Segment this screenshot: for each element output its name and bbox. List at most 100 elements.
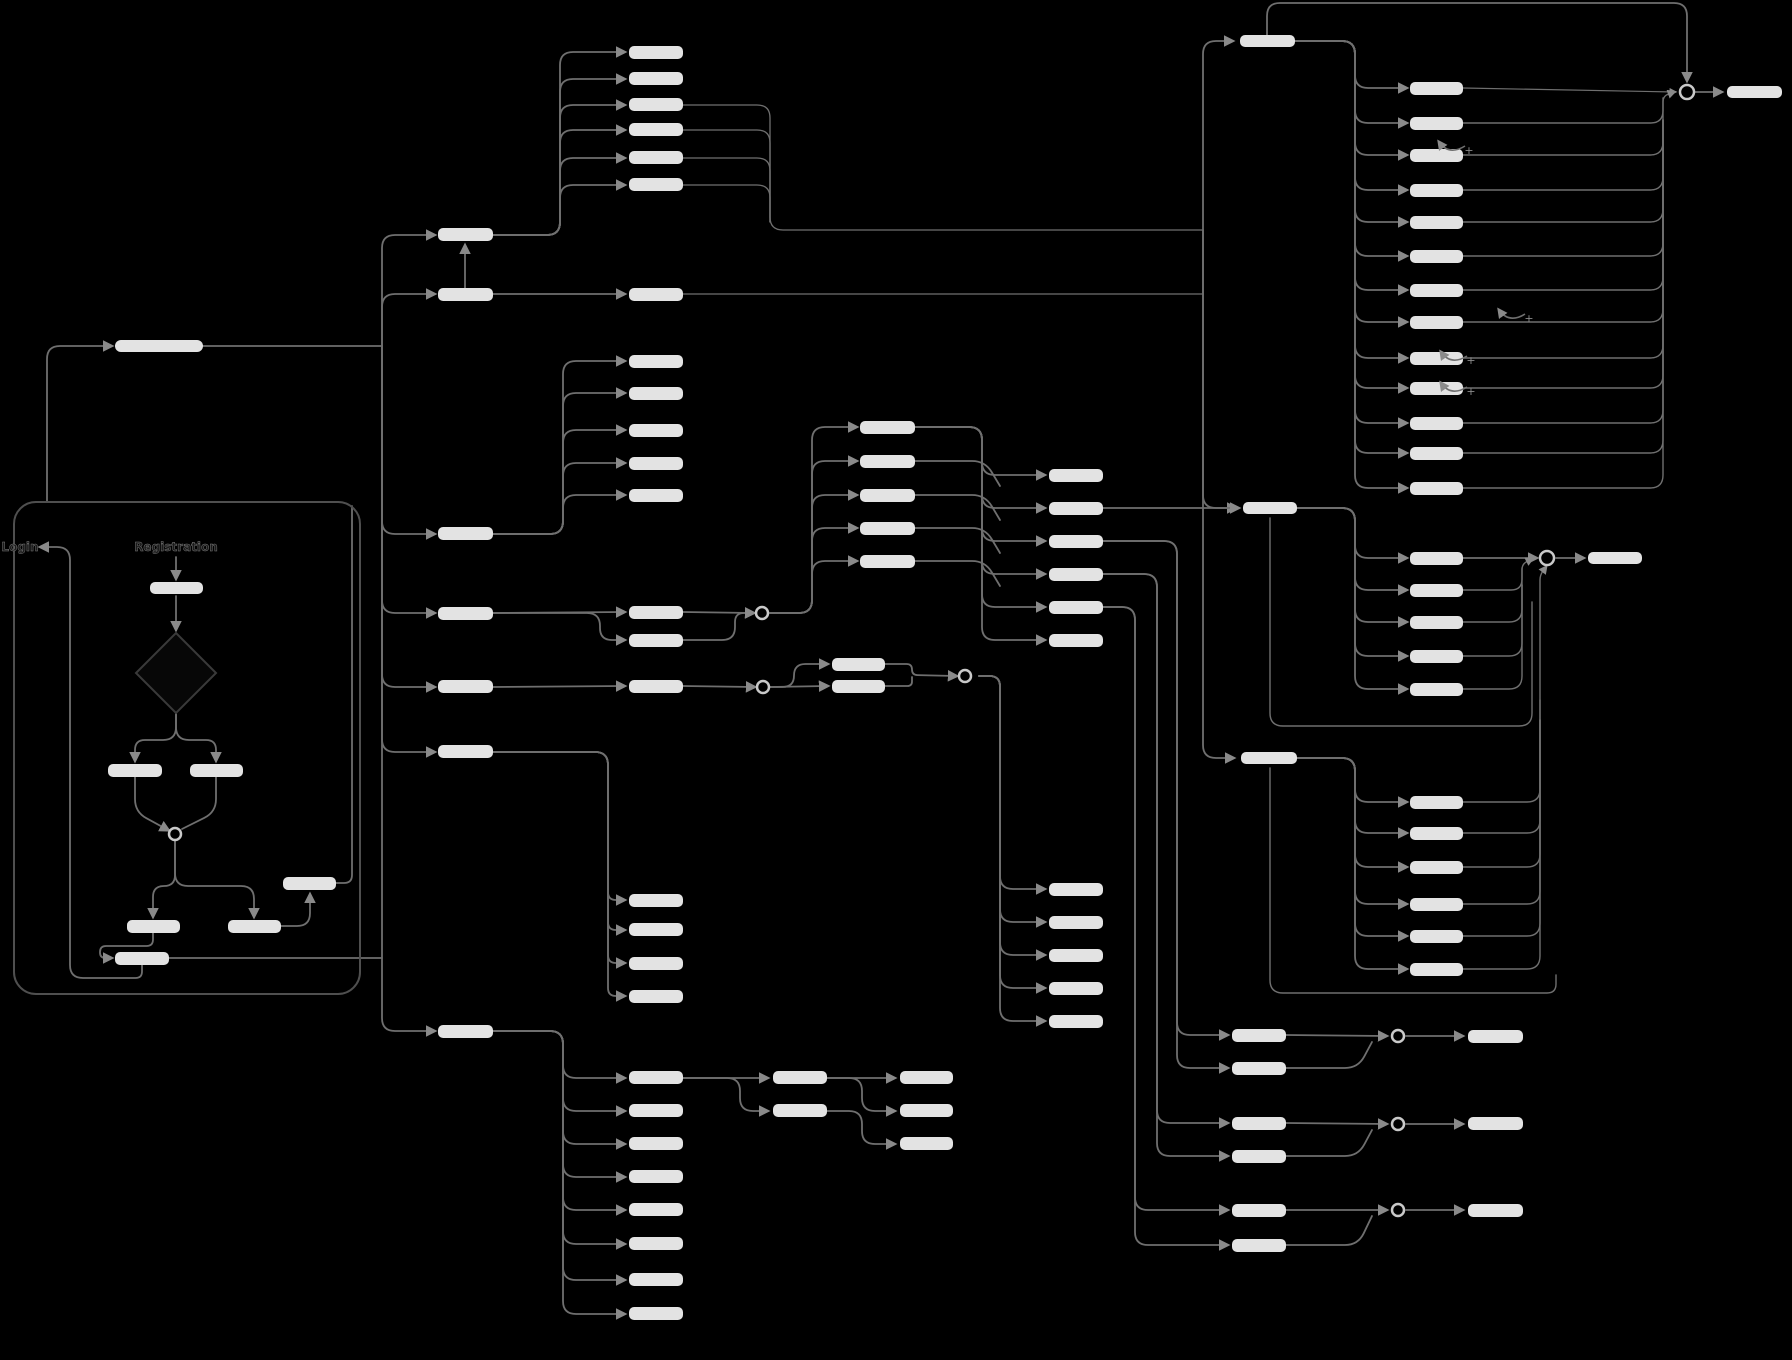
right-col-box[interactable] [1410, 898, 1463, 911]
hub-box[interactable] [1241, 752, 1297, 764]
login-flow-box[interactable] [115, 952, 169, 965]
stage1-box[interactable] [438, 607, 493, 620]
login-flow-box[interactable] [108, 764, 162, 777]
terminal-circle[interactable] [1390, 1028, 1406, 1044]
mini-pair-box[interactable] [1232, 1239, 1286, 1252]
fanout-row-box[interactable] [773, 1071, 827, 1084]
stage1-box[interactable] [438, 1025, 493, 1038]
merge-circle[interactable] [167, 826, 183, 842]
right-col-box[interactable] [1410, 117, 1463, 130]
mid-col-box[interactable] [1049, 883, 1103, 896]
fanout-row-box[interactable] [900, 1104, 953, 1117]
mid-col-box[interactable] [1049, 535, 1103, 548]
hub-box[interactable] [1243, 502, 1297, 514]
mini-pair-box[interactable] [1232, 1029, 1286, 1042]
right-col-box[interactable] [1410, 616, 1463, 629]
right-col-box[interactable] [1410, 447, 1463, 460]
end-box[interactable] [1727, 86, 1782, 98]
stage2-box[interactable] [629, 1137, 683, 1150]
mini-pair-box[interactable] [1232, 1150, 1286, 1163]
stage2-box[interactable] [629, 957, 683, 970]
right-col-box[interactable] [1410, 827, 1463, 840]
end-box[interactable] [1468, 1204, 1523, 1217]
terminal-circle[interactable] [1678, 83, 1696, 101]
stage2-box[interactable] [629, 355, 683, 368]
center-box[interactable] [860, 489, 915, 502]
hub-box[interactable] [1240, 35, 1295, 47]
stage2-box[interactable] [629, 1104, 683, 1117]
right-col-box[interactable] [1410, 316, 1463, 329]
mini-pair-box[interactable] [1232, 1062, 1286, 1075]
terminal-circle[interactable] [1538, 549, 1556, 567]
stage2-box[interactable] [629, 424, 683, 437]
center-box[interactable] [860, 522, 915, 535]
right-col-box[interactable] [1410, 861, 1463, 874]
login-flow-box[interactable] [127, 920, 180, 933]
stage2-box[interactable] [629, 1237, 683, 1250]
stage2-box[interactable] [629, 98, 683, 111]
login-flow-box[interactable] [228, 920, 281, 933]
right-col-box[interactable] [1410, 552, 1463, 565]
stage2-box[interactable] [629, 1203, 683, 1216]
stage2-box[interactable] [629, 387, 683, 400]
stage1-box[interactable] [438, 680, 493, 693]
fanout-row-box[interactable] [900, 1137, 953, 1150]
right-col-box[interactable] [1410, 82, 1463, 95]
gateway-circle[interactable] [755, 679, 771, 695]
login-flow-box[interactable] [150, 582, 203, 594]
right-col-box[interactable] [1410, 417, 1463, 430]
mid-col-box[interactable] [1049, 568, 1103, 581]
center-box[interactable] [860, 421, 915, 434]
terminal-circle[interactable] [1390, 1202, 1406, 1218]
stage2-box[interactable] [629, 72, 683, 85]
mid-col-box[interactable] [1049, 916, 1103, 929]
fanout-row-box[interactable] [773, 1104, 827, 1117]
end-box[interactable] [1468, 1117, 1523, 1130]
right-col-box[interactable] [1410, 184, 1463, 197]
right-col-box[interactable] [1410, 482, 1463, 495]
stage1-box[interactable] [438, 745, 493, 758]
mini-pair-box[interactable] [1232, 1204, 1286, 1217]
stage2-box[interactable] [629, 1307, 683, 1320]
login-flow-box[interactable] [190, 764, 243, 777]
right-col-box[interactable] [1410, 352, 1463, 365]
mid-col-box[interactable] [1049, 469, 1103, 482]
right-col-box[interactable] [1410, 284, 1463, 297]
mini-pair-box[interactable] [1232, 1117, 1286, 1130]
right-col-box[interactable] [1410, 963, 1463, 976]
stage2-box[interactable] [629, 990, 683, 1003]
stage1-box[interactable] [438, 228, 493, 241]
right-col-box[interactable] [1410, 250, 1463, 263]
login-flow-box[interactable] [283, 877, 336, 890]
right-col-box[interactable] [1410, 149, 1463, 162]
stage2-box[interactable] [629, 46, 683, 59]
right-col-box[interactable] [1410, 650, 1463, 663]
stage2-box[interactable] [629, 288, 683, 301]
mid-col-box[interactable] [1049, 634, 1103, 647]
mid-col-box[interactable] [1049, 949, 1103, 962]
stage2-box[interactable] [629, 923, 683, 936]
stage1-box[interactable] [438, 288, 493, 301]
gateway-circle[interactable] [754, 605, 770, 621]
stage2-box[interactable] [629, 489, 683, 502]
terminal-circle[interactable] [1390, 1116, 1406, 1132]
stage1-box[interactable] [438, 527, 493, 540]
mid-col-box[interactable] [1049, 601, 1103, 614]
stage2-box[interactable] [629, 894, 683, 907]
mid-col-box[interactable] [1049, 1015, 1103, 1028]
mid-col-box[interactable] [1049, 982, 1103, 995]
entry-box[interactable] [115, 340, 203, 352]
stage2-box[interactable] [629, 1170, 683, 1183]
end-box[interactable] [1588, 552, 1642, 564]
right-col-box[interactable] [1410, 382, 1463, 395]
stage2-box[interactable] [629, 123, 683, 136]
fanout-row-box[interactable] [900, 1071, 953, 1084]
stage2-box[interactable] [629, 151, 683, 164]
right-col-box[interactable] [1410, 930, 1463, 943]
stage2-box[interactable] [629, 634, 683, 647]
stage2-box[interactable] [629, 606, 683, 619]
stage2-box[interactable] [629, 1071, 683, 1084]
end-box[interactable] [1468, 1030, 1523, 1043]
right-col-box[interactable] [1410, 584, 1463, 597]
center-box[interactable] [860, 555, 915, 568]
